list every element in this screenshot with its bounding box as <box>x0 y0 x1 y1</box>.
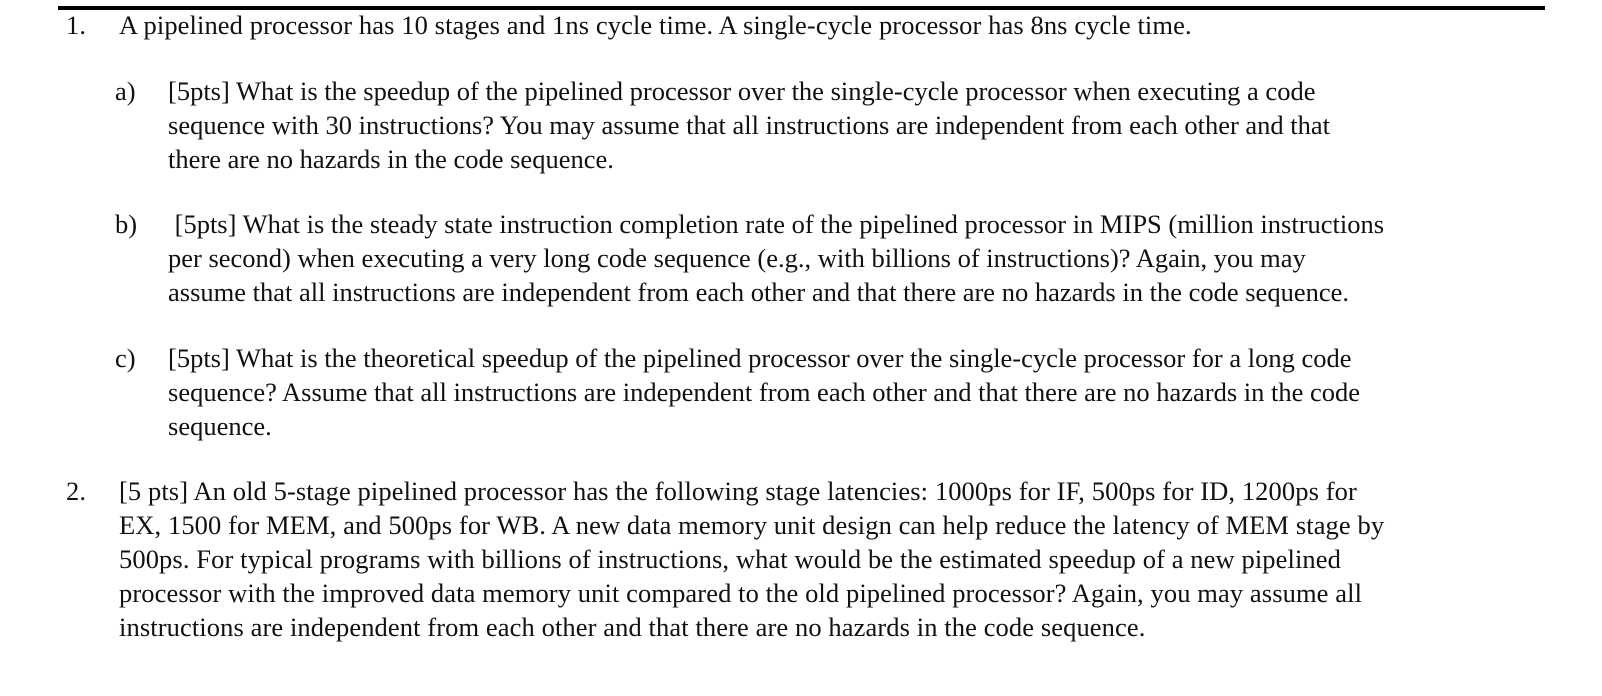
subitem-a-marker: a) <box>115 76 136 106</box>
question-2-marker: 2. <box>66 476 87 506</box>
subitem-c-line-3: sequence. <box>168 411 272 441</box>
header-divider-rule <box>58 6 1545 10</box>
subitem-c-marker: c) <box>115 343 136 373</box>
subitem-c-body: [5pts] What is the theoretical speedup o… <box>168 341 1560 443</box>
subitem-c-line-1: [5pts] What is the theoretical speedup o… <box>168 343 1352 373</box>
subitem-a-line-3: there are no hazards in the code sequenc… <box>168 144 614 174</box>
question-1-body: A pipelined processor has 10 stages and … <box>119 8 1560 42</box>
question-1-subitem-a: a) [5pts] What is the speedup of the pip… <box>0 74 1560 176</box>
question-1-subitem-c: c) [5pts] What is the theoretical speedu… <box>0 341 1560 443</box>
subitem-b-line-2: per second) when executing a very long c… <box>168 243 1306 273</box>
question-1-subitem-b: b) [5pts] What is the steady state instr… <box>0 207 1560 309</box>
question-1-line-1: A pipelined processor has 10 stages and … <box>119 10 1192 40</box>
subitem-b-line-1: [5pts] What is the steady state instruct… <box>168 209 1385 239</box>
question-item-1: 1. A pipelined processor has 10 stages a… <box>0 8 1560 42</box>
question-2-line-4: processor with the improved data memory … <box>119 578 1363 608</box>
question-2-line-2: EX, 1500 for MEM, and 500ps for WB. A ne… <box>119 510 1385 540</box>
question-item-2: 2. [5 pts] An old 5-stage pipelined proc… <box>0 474 1570 644</box>
subitem-b-body: [5pts] What is the steady state instruct… <box>168 207 1560 309</box>
question-1-marker: 1. <box>66 10 87 40</box>
subitem-a-line-1: [5pts] What is the speedup of the pipeli… <box>168 76 1316 106</box>
question-2-body: [5 pts] An old 5-stage pipelined process… <box>119 474 1570 644</box>
subitem-c-line-2: sequence? Assume that all instructions a… <box>168 377 1361 407</box>
subitem-a-line-2: sequence with 30 instructions? You may a… <box>168 110 1331 140</box>
subitem-b-marker: b) <box>115 209 138 239</box>
subitem-b-line-3: assume that all instructions are indepen… <box>168 277 1349 307</box>
question-2-line-3: 500ps. For typical programs with billion… <box>119 544 1341 574</box>
question-2-line-5: instructions are independent from each o… <box>119 612 1146 642</box>
question-2-line-1: [5 pts] An old 5-stage pipelined process… <box>119 476 1357 506</box>
subitem-a-body: [5pts] What is the speedup of the pipeli… <box>168 74 1560 176</box>
